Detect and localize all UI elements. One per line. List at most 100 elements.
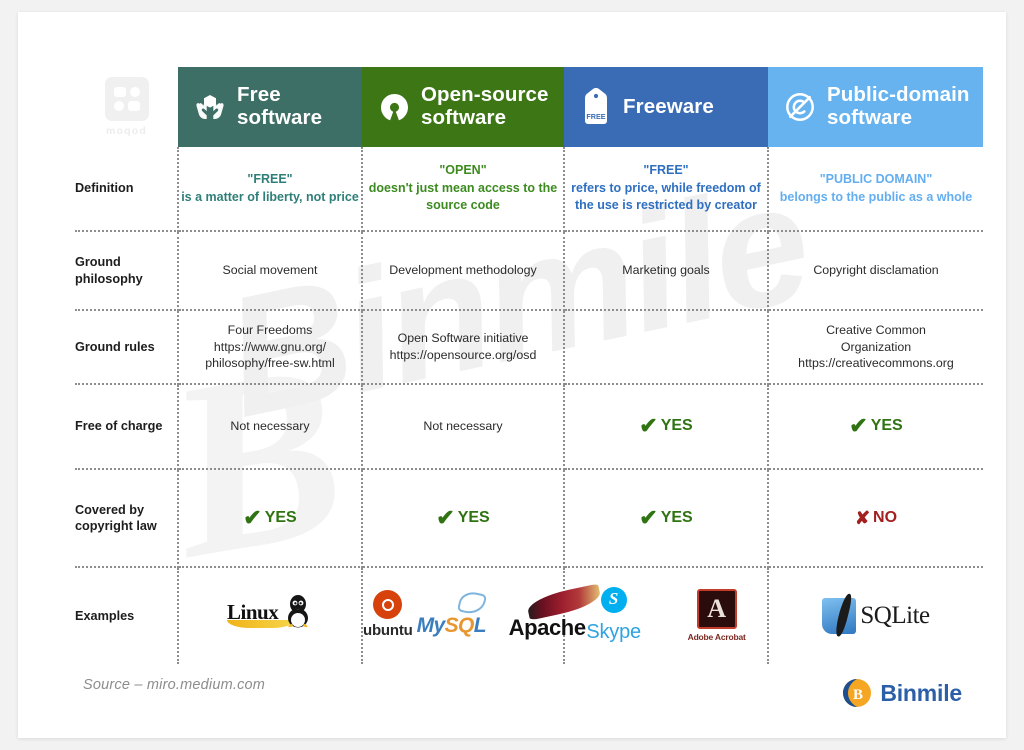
mysql-logo: MySQL <box>417 589 505 640</box>
cell-freecharge-open: Not necessary <box>362 384 565 470</box>
verdict-label: YES <box>660 508 693 526</box>
moqod-logo-icon <box>104 77 149 121</box>
cell-rules-free: Four Freedoms https://www.gnu.org/ philo… <box>178 310 363 385</box>
source-attribution: Source – miro.medium.com <box>83 677 266 693</box>
cell-copyright-free: ✔YES <box>178 469 363 568</box>
binmile-brand[interactable]: B Binmile <box>842 678 962 708</box>
table-row-definition: Definition "FREE" is a matter of liberty… <box>75 147 983 232</box>
cell-copyright-freeware: ✔YES <box>564 469 769 568</box>
check-icon: ✔ <box>243 504 262 530</box>
rules-line: Four Freedoms <box>227 322 313 337</box>
cell-definition-open: "OPEN" doesn't just mean access to the s… <box>362 147 565 232</box>
adobe-acrobat-icon: A <box>696 588 737 629</box>
apache-logo: Apache <box>509 583 619 641</box>
sqlite-logo: SQLite <box>822 592 930 638</box>
cell-examples-free: Linux <box>178 567 363 664</box>
binmile-wordmark: Binmile <box>880 679 962 706</box>
ubuntu-wordmark: ubuntu <box>363 622 413 640</box>
row-label: Free of charge <box>75 384 179 470</box>
verdict-label: YES <box>457 508 490 526</box>
check-icon: ✔ <box>849 413 868 439</box>
rules-line: philosophy/free-sw.html <box>205 356 335 371</box>
cell-copyright-open: ✔YES <box>362 469 565 568</box>
row-label: Ground philosophy <box>75 231 179 311</box>
rules-line: https://creativecommons.org <box>798 356 954 371</box>
rules-line: https://www.gnu.org/ <box>213 339 327 354</box>
row-label: Examples <box>75 567 179 664</box>
definition-text: doesn't just mean access to the source c… <box>368 180 558 213</box>
adobe-acrobat-wordmark: Adobe Acrobat <box>687 631 746 642</box>
no-copyright-icon <box>782 89 818 125</box>
rules-line: Creative Common <box>826 322 926 337</box>
cell-rules-freeware <box>564 310 769 385</box>
column-header-freeware[interactable]: FREE Freeware <box>564 67 768 147</box>
cross-icon: ✘ <box>854 508 871 528</box>
check-icon: ✔ <box>436 504 455 530</box>
cell-examples-open: ubuntu MySQL Apache <box>362 567 603 664</box>
tux-penguin-icon <box>288 595 308 628</box>
cell-philosophy-public: Copyright disclamation <box>768 231 983 311</box>
rules-line: https://opensource.org/osd <box>389 348 537 362</box>
svg-text:FREE: FREE <box>586 112 605 121</box>
linux-swoosh-icon <box>227 620 295 628</box>
cell-rules-open: Open Software initiative https://opensou… <box>362 310 565 385</box>
cell-freecharge-public: ✔YES <box>768 384 983 470</box>
infographic-card: B Binmile moqod <box>18 12 1006 738</box>
cell-philosophy-freeware: Marketing goals <box>564 231 769 311</box>
ubuntu-circle-icon <box>373 590 403 620</box>
cell-examples-public: SQLite <box>768 567 983 664</box>
verdict-label: YES <box>660 417 693 435</box>
cell-copyright-public: ✘NO <box>768 469 983 568</box>
hands-holding-cube-icon <box>192 89 228 125</box>
skype-wordmark: Skype <box>586 620 641 643</box>
definition-quote: "OPEN" <box>439 162 487 177</box>
definition-text: refers to price, while freedom of the us… <box>571 180 761 213</box>
open-source-initiative-icon <box>376 89 412 125</box>
svg-text:B: B <box>853 687 863 703</box>
skype-icon: S <box>600 586 627 613</box>
definition-quote: "PUBLIC DOMAIN" <box>819 171 933 186</box>
verdict-label: NO <box>873 509 898 527</box>
rules-line: Organization <box>840 339 912 354</box>
cell-rules-public: Creative Common Organization https://cre… <box>768 310 983 385</box>
cell-philosophy-open: Development methodology <box>362 231 565 311</box>
adobe-acrobat-logo: A Adobe Acrobat <box>687 588 746 643</box>
cell-freecharge-free: Not necessary <box>178 384 363 470</box>
sqlite-mark-icon <box>822 592 857 638</box>
cell-definition-freeware: "FREE" refers to price, while freedom of… <box>564 147 769 232</box>
cell-freecharge-freeware: ✔YES <box>564 384 769 470</box>
table-row-free-of-charge: Free of charge Not necessary Not necessa… <box>75 384 983 470</box>
cell-philosophy-free: Social movement <box>178 231 363 311</box>
table-row-copyright-law: Covered by copyright law ✔YES ✔YES ✔YES … <box>75 469 983 568</box>
table-row-examples: Examples Linux <box>75 567 983 664</box>
definition-quote: "FREE" <box>643 162 689 177</box>
row-label: Covered by copyright law <box>75 469 179 568</box>
cell-definition-public: "PUBLIC DOMAIN" belongs to the public as… <box>768 147 983 232</box>
row-label: Definition <box>75 147 179 232</box>
table-row-ground-rules: Ground rules Four Freedoms https://www.g… <box>75 310 983 385</box>
moqod-wordmark: moqod <box>106 125 147 137</box>
row-label: Ground rules <box>75 310 179 385</box>
verdict-label: YES <box>870 417 903 435</box>
definition-quote: "FREE" <box>247 171 293 186</box>
table-row-ground-philosophy: Ground philosophy Social movement Develo… <box>75 231 983 311</box>
ubuntu-logo: ubuntu <box>363 590 413 641</box>
skype-logo: S Skype <box>586 586 641 646</box>
column-header-label: Freeware <box>623 94 714 118</box>
check-icon: ✔ <box>639 413 658 439</box>
cell-definition-free: "FREE" is a matter of liberty, not price <box>178 147 363 232</box>
rules-line: Open Software initiative <box>397 331 529 346</box>
cell-examples-freeware: S Skype A Adobe Acrobat <box>564 567 769 664</box>
corner-logo-cell: moqod <box>75 67 178 147</box>
verdict-label: YES <box>264 508 297 526</box>
sqlite-quill-icon <box>834 592 854 638</box>
